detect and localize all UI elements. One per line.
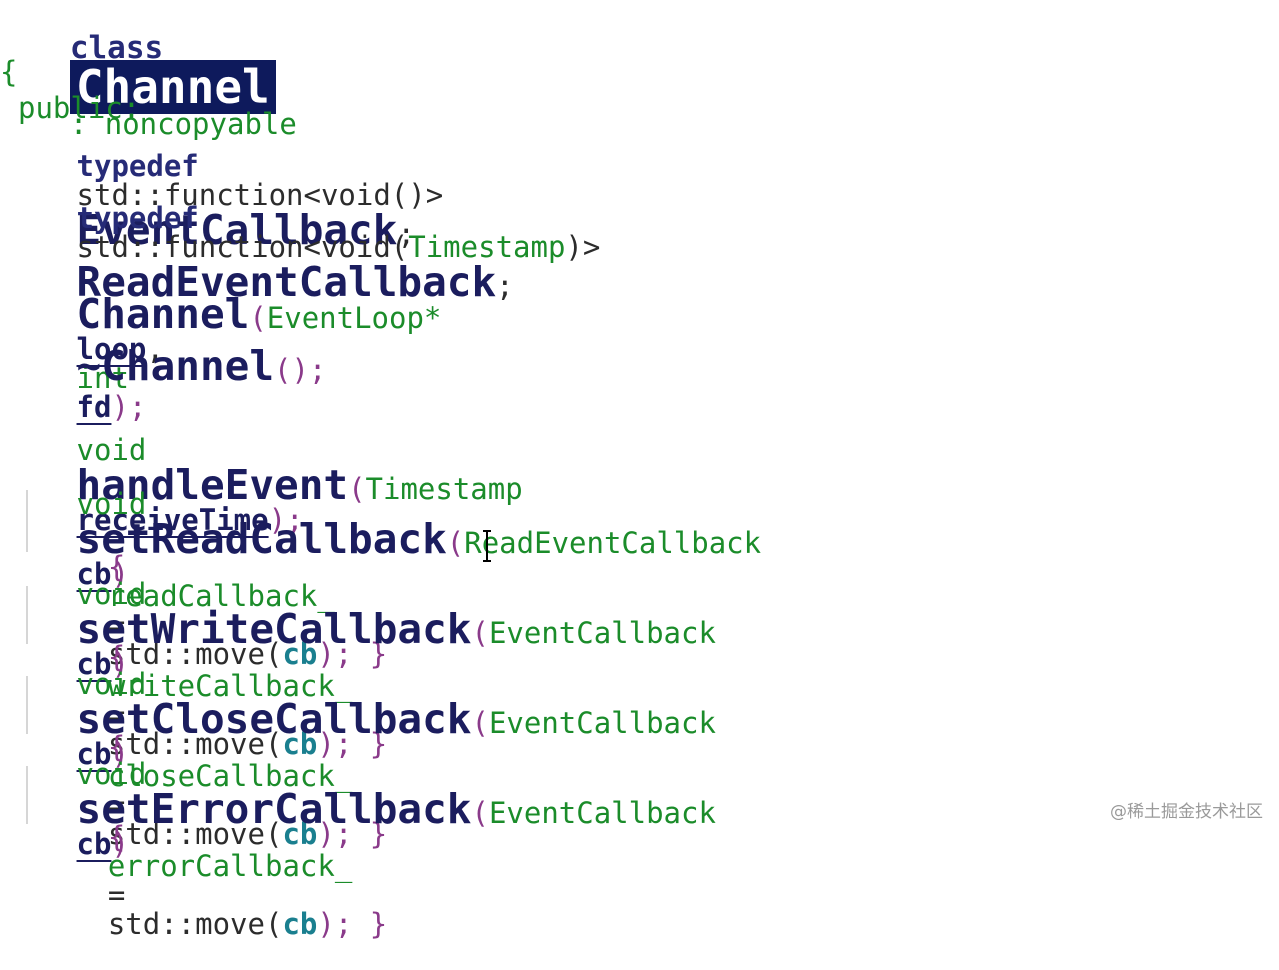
set-read-callback-body: { readCallback_ = std::move(cb); } bbox=[38, 524, 387, 698]
param-type: EventLoop* bbox=[266, 301, 442, 335]
brace: { bbox=[107, 640, 126, 674]
return-type: void bbox=[76, 577, 147, 611]
paren-close: ); bbox=[111, 390, 147, 424]
brace: { bbox=[107, 730, 126, 764]
param-cb: cb bbox=[76, 737, 112, 771]
equals: = bbox=[107, 698, 126, 732]
typedef-type-a: std::function<void( bbox=[76, 230, 409, 264]
set-write-callback-line: void setWriteCallback(EventCallback cb) bbox=[38, 564, 716, 695]
typedef-name: EventCallback bbox=[76, 206, 398, 254]
semicolon: ; bbox=[496, 269, 514, 303]
destructor-line: ~Channel(); bbox=[38, 330, 327, 403]
member-name: closeCallback_ bbox=[107, 759, 353, 793]
typedef-type-c: )> bbox=[565, 230, 601, 264]
set-close-callback-line: void setCloseCallback(EventCallback cb) bbox=[38, 654, 716, 785]
return-type: void bbox=[76, 433, 147, 467]
brace: { bbox=[107, 550, 126, 584]
typedef-name: ReadEventCallback bbox=[76, 258, 497, 306]
constructor-name: Channel bbox=[76, 290, 250, 338]
indent-guide bbox=[26, 676, 28, 734]
param-type: EventCallback bbox=[488, 616, 716, 650]
return-type: void bbox=[76, 667, 147, 701]
typedef-keyword: typedef bbox=[76, 149, 199, 183]
member-name: errorCallback_ bbox=[107, 849, 353, 883]
close: ); } bbox=[317, 727, 388, 761]
call: std::move( bbox=[107, 727, 283, 761]
indent-guide bbox=[26, 490, 28, 552]
call: std::move( bbox=[107, 907, 283, 941]
paren-close: ) bbox=[111, 737, 129, 771]
return-type: void bbox=[76, 757, 147, 791]
paren-close: ) bbox=[111, 557, 129, 591]
text-cursor-icon bbox=[483, 530, 491, 562]
method-name: handleEvent bbox=[76, 461, 349, 509]
set-error-callback-body: { errorCallback_ = std::move(cb); } bbox=[38, 794, 387, 968]
typedef-keyword: typedef bbox=[76, 201, 199, 235]
typedef-read-event-callback: typedef std::function<void(Timestamp)> R… bbox=[38, 188, 601, 319]
paren: (); bbox=[274, 353, 327, 387]
handle-event-line: void handleEvent(Timestamp receiveTime); bbox=[38, 420, 523, 551]
arg-cb: cb bbox=[282, 907, 318, 941]
param-cb: cb bbox=[76, 557, 112, 591]
paren: ( bbox=[348, 472, 366, 506]
typedef-event-callback: typedef std::function<void()> EventCallb… bbox=[38, 136, 444, 267]
set-read-callback-line: void setReadCallback(ReadEventCallback c… bbox=[38, 474, 762, 605]
param-type: EventCallback bbox=[488, 796, 716, 830]
method-name: setErrorCallback bbox=[76, 785, 472, 833]
close: ); } bbox=[317, 907, 388, 941]
member-name: writeCallback_ bbox=[107, 669, 353, 703]
param-type: Timestamp bbox=[365, 472, 523, 506]
base-class: : noncopyable bbox=[69, 107, 297, 141]
paren: ( bbox=[249, 301, 267, 335]
class-keyword: class bbox=[69, 30, 164, 66]
param-type: EventCallback bbox=[488, 706, 716, 740]
method-name: setWriteCallback bbox=[76, 605, 472, 653]
paren: ( bbox=[471, 706, 489, 740]
public-label: public: bbox=[18, 91, 141, 125]
indent-guide bbox=[26, 586, 28, 644]
param-cb: cb bbox=[76, 647, 112, 681]
method-name: setReadCallback bbox=[76, 515, 447, 563]
param-receive-time: receiveTime bbox=[76, 503, 269, 537]
arg-cb: cb bbox=[282, 637, 318, 671]
equals: = bbox=[107, 608, 126, 642]
member-name: readCallback_ bbox=[107, 579, 335, 613]
param-loop: loop bbox=[76, 332, 147, 366]
method-name: setCloseCallback bbox=[76, 695, 472, 743]
paren: ( bbox=[471, 616, 489, 650]
return-type: void bbox=[76, 487, 147, 521]
call: std::move( bbox=[107, 637, 283, 671]
class-declaration-line: class Channel : noncopyable bbox=[0, 4, 297, 168]
comma: , bbox=[146, 332, 164, 366]
typedef-type-b: Timestamp bbox=[408, 230, 566, 264]
destructor-name: ~Channel bbox=[76, 342, 275, 390]
paren-close: ); bbox=[268, 503, 304, 537]
param-type: int bbox=[76, 361, 129, 395]
equals: = bbox=[107, 788, 126, 822]
param-fd: fd bbox=[76, 390, 112, 424]
arg-cb: cb bbox=[282, 727, 318, 761]
indent-guide bbox=[26, 766, 28, 824]
open-brace: { bbox=[0, 55, 18, 89]
close: ); } bbox=[317, 637, 388, 671]
set-write-callback-body: { writeCallback_ = std::move(cb); } bbox=[38, 614, 387, 788]
paren: ( bbox=[446, 526, 465, 560]
param-type: ReadEventCallback bbox=[464, 526, 762, 560]
constructor-line: Channel(EventLoop* loop, int fd); bbox=[38, 278, 442, 438]
paren: ( bbox=[471, 796, 489, 830]
selected-class-name[interactable]: Channel bbox=[69, 60, 276, 114]
typedef-type: std::function<void()> bbox=[76, 178, 444, 212]
semicolon: ; bbox=[397, 217, 415, 251]
watermark: @稀土掘金技术社区 bbox=[1110, 802, 1263, 822]
paren-close: ) bbox=[111, 647, 129, 681]
